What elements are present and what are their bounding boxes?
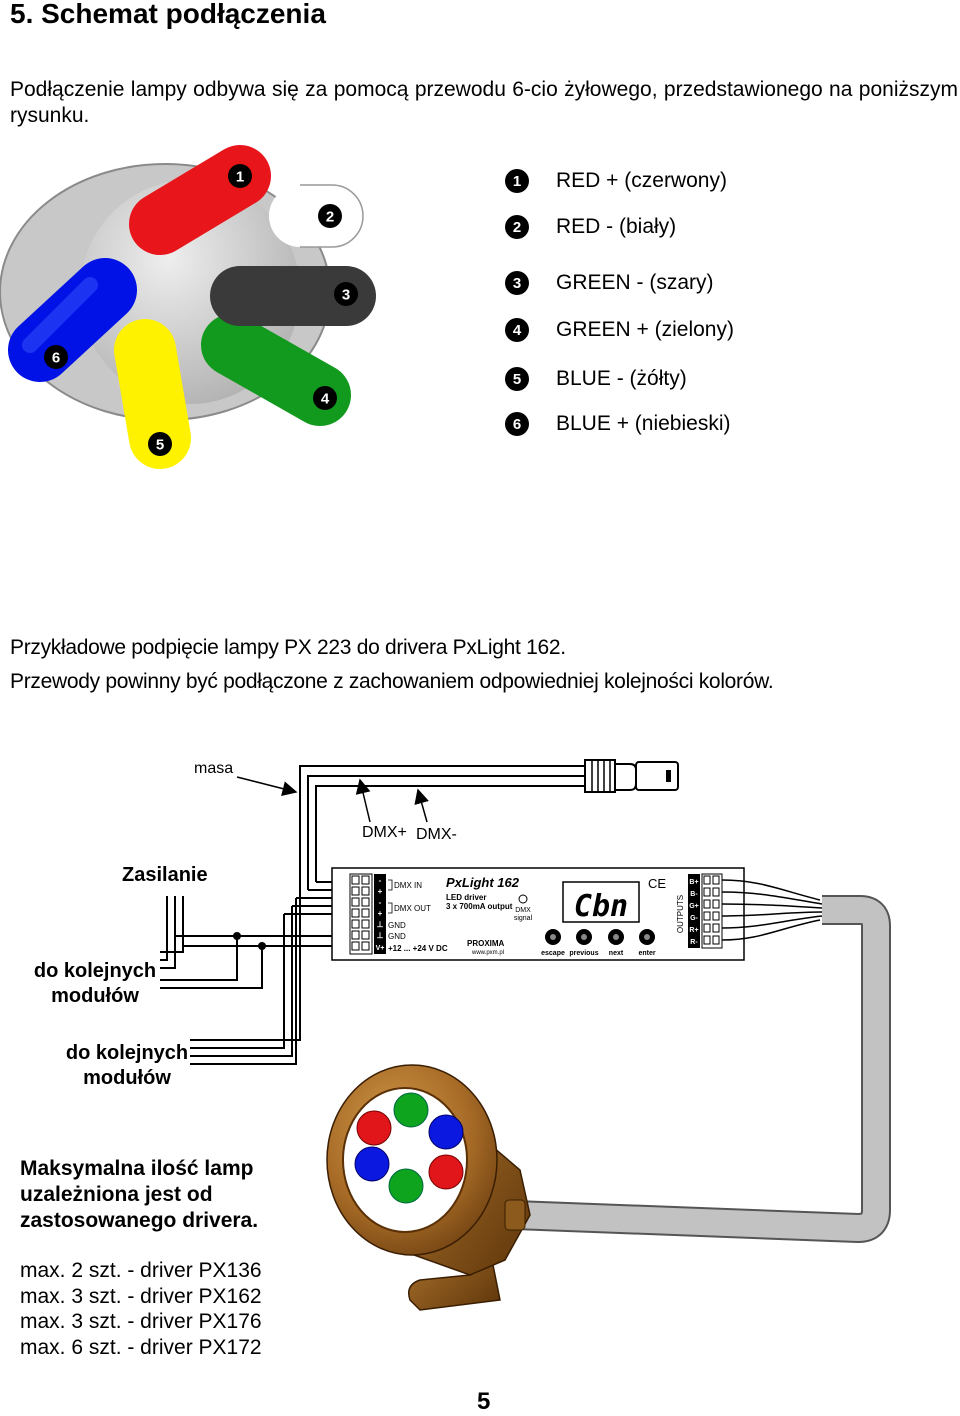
example-caption-2: Przewody powinny być podłączone z zachow…: [10, 670, 774, 693]
wire-1-red: [129, 145, 271, 255]
legend-label: BLUE - (żółty): [556, 367, 687, 390]
capacity-item: max. 3 szt. - driver PX176: [20, 1310, 262, 1333]
btn-label-next: next: [609, 950, 624, 957]
term-gnd-1: GND: [388, 921, 406, 930]
capacity-list: max. 2 szt. - driver PX136 max. 3 szt. -…: [20, 1258, 262, 1360]
btn-label-enter: enter: [638, 950, 655, 957]
legend-number: 3: [505, 271, 529, 295]
term-power: +12 ... +24 V DC: [388, 944, 448, 953]
ce-mark: CE: [648, 876, 666, 891]
output-pin: B+: [689, 879, 698, 886]
example-caption-1: Przykładowe podpięcie lampy PX 223 do dr…: [10, 636, 566, 659]
next-modules-text: modułów: [51, 985, 139, 1007]
dmx-signal-label-1: DMX: [515, 907, 531, 914]
driver-input-wires: [160, 881, 352, 1065]
driver-buttons: [545, 929, 655, 945]
output-pin: B-: [690, 891, 698, 898]
capacity-item: max. 3 szt. - driver PX162: [20, 1284, 262, 1308]
wire-number-4: 4: [321, 391, 330, 408]
output-pin: G+: [689, 903, 699, 910]
section-title: 5. Schemat podłączenia: [10, 0, 326, 29]
capacity-heading: Maksymalna ilość lamp uzależniona jest o…: [20, 1156, 258, 1234]
lamp-px223: [326, 1064, 531, 1311]
dmx-signal-label-2: signal: [514, 915, 533, 922]
legend-number: 1: [505, 169, 529, 193]
driver-subtitle-1: LED driver: [446, 893, 486, 902]
output-pin: R+: [689, 927, 698, 934]
driver-display: Cbn: [574, 889, 628, 924]
legend-row-3: 3 GREEN - (szary): [505, 268, 714, 298]
legend-number: 2: [505, 215, 529, 239]
output-pin: G-: [690, 915, 698, 922]
term-sign: +: [378, 887, 383, 896]
legend-number: 4: [505, 318, 529, 342]
capacity-heading-line: Maksymalna ilość lamp: [20, 1157, 254, 1180]
wire-number-6: 6: [52, 350, 60, 367]
zasilanie-label: Zasilanie: [122, 864, 208, 886]
next-modules-text: do kolejnych: [65, 1042, 189, 1064]
wire-number-1: 1: [236, 169, 244, 186]
output-pin: R-: [690, 939, 698, 946]
btn-label-previous: previous: [569, 950, 598, 957]
legend-row-5: 5 BLUE - (żółty): [505, 364, 687, 394]
wire-number-5: 5: [156, 437, 164, 454]
capacity-heading-line: uzależniona jest od: [20, 1183, 213, 1206]
masa-label: masa: [194, 760, 234, 777]
driver-subtitle-2: 3 x 700mA output: [446, 902, 513, 911]
brand-url: www.pxm.pl: [471, 950, 504, 956]
legend-row-2: 2 RED - (biały): [505, 212, 676, 242]
term-sign: V+: [376, 945, 385, 952]
next-modules-label-1: do kolejnych modułów: [28, 959, 162, 1009]
term-sign: -: [379, 898, 382, 907]
next-modules-label-2: do kolejnych modułów: [60, 1041, 194, 1091]
btn-label-escape: escape: [541, 950, 565, 957]
legend-row-4: 4 GREEN + (zielony): [505, 315, 734, 345]
page-number: 5: [477, 1388, 491, 1415]
legend-label: GREEN + (zielony): [556, 318, 734, 341]
next-modules-text: modułów: [83, 1067, 171, 1089]
capacity-heading-line: zastosowanego drivera.: [20, 1209, 259, 1232]
legend-row-6: 6 BLUE + (niebieski): [505, 409, 731, 439]
legend-number: 6: [505, 412, 529, 436]
term-dmx-in: DMX IN: [394, 881, 422, 890]
legend-number: 5: [505, 367, 529, 391]
wire-number-3: 3: [342, 287, 350, 304]
term-sign: ⊥: [377, 920, 384, 929]
dmx-minus-label: DMX-: [416, 826, 457, 843]
lamp-cable: [514, 897, 889, 1241]
legend-row-1: 1 RED + (czerwony): [505, 166, 727, 196]
legend-label: RED + (czerwony): [556, 169, 727, 192]
capacity-item: max. 2 szt. - driver PX136: [20, 1259, 262, 1282]
term-sign: +: [378, 909, 383, 918]
term-dmx-out: DMX OUT: [394, 904, 431, 913]
term-gnd-2: GND: [388, 932, 406, 941]
brand-name: PROXIMA: [467, 939, 505, 948]
legend-label: GREEN - (szary): [556, 271, 714, 294]
intro-paragraph: Podłączenie lampy odbywa się za pomocą p…: [10, 78, 958, 127]
output-wires: [721, 879, 823, 941]
wire-4-green: [201, 314, 351, 426]
driver-name: PxLight 162: [446, 875, 520, 890]
capacity-item: max. 6 szt. - driver PX172: [20, 1335, 262, 1359]
legend-label: BLUE + (niebieski): [556, 412, 731, 435]
wire-number-2: 2: [326, 209, 334, 226]
dmx-cable: [190, 765, 585, 1041]
dmx-plus-label: DMX+: [362, 824, 407, 841]
driver-box: - + - + ⊥ ⊥ V+ DMX IN DMX OUT GND GND +1…: [331, 867, 745, 961]
dmx-connector: [584, 759, 679, 793]
next-modules-text: do kolejnych: [33, 960, 157, 982]
wire-5-yellow: [114, 319, 191, 469]
wire-6-blue: [8, 258, 137, 382]
term-sign: -: [379, 876, 382, 885]
outputs-label: OUTPUTS: [676, 895, 685, 933]
legend-label: RED - (biały): [556, 215, 677, 238]
term-sign: ⊥: [377, 931, 384, 940]
